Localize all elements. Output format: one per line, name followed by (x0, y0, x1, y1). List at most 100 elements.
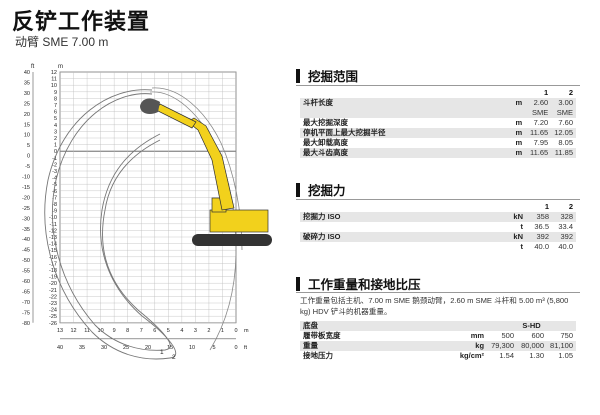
boom (187, 117, 235, 211)
y-m-tick-label: -25 (49, 314, 57, 320)
track (192, 234, 272, 246)
m-unit-label: m (58, 64, 63, 70)
x-m-tick-label: 2 (207, 328, 210, 334)
bucket (140, 98, 160, 114)
y-ft-tick-label: -60 (22, 279, 30, 285)
x-ft-tick-label: 5 (212, 345, 215, 351)
x-m-tick-label: 3 (194, 328, 197, 334)
y-m-tick-label: 3 (54, 129, 57, 135)
y-m-tick-label: 8 (54, 96, 57, 102)
y-ft-tick-label: -80 (22, 321, 30, 327)
y-m-tick-label: 11 (51, 77, 57, 83)
curve-label-1: 1 (160, 349, 164, 356)
y-m-tick-label: 1 (54, 143, 57, 149)
x-ft-tick-label: 10 (189, 345, 195, 351)
reach-envelope-1 (52, 93, 171, 351)
upper-body (209, 209, 269, 233)
y-m-tick-label: 6 (54, 110, 57, 116)
x-ft-unit-label: ft (244, 345, 248, 351)
digging-range-heading: 挖掘范围 (296, 66, 358, 85)
y-ft-tick-label: -35 (22, 227, 30, 233)
digging-force-heading: 挖掘力 (296, 180, 346, 199)
y-ft-tick-label: 5 (27, 143, 30, 149)
y-m-tick-label: -23 (49, 301, 57, 307)
page-title: 反铲工作装置 (12, 9, 151, 34)
y-m-tick-label: -19 (49, 275, 57, 281)
y-m-tick-label: -6 (52, 189, 57, 195)
y-m-tick-label: 0 (54, 149, 57, 155)
digging-range-heading-text: 挖掘范围 (308, 70, 359, 84)
working-range-diagram: 1211109876543210-1-2-3-4-5-6-7-8-9-10-11… (22, 64, 272, 361)
digging-force-heading-text: 挖掘力 (308, 184, 346, 198)
y-ft-tick-label: -10 (22, 175, 30, 181)
weight-heading-text: 工作重量和接地比压 (308, 278, 421, 292)
y-m-tick-label: -15 (49, 248, 57, 254)
x-m-tick-label: 0 (234, 328, 237, 334)
x-ft-tick-label: 35 (79, 345, 85, 351)
x-m-tick-label: 8 (126, 328, 129, 334)
y-ft-tick-label: 40 (24, 70, 30, 76)
heading-bar (296, 182, 300, 197)
y-m-tick-label: 9 (54, 90, 57, 96)
y-m-tick-label: -22 (49, 294, 57, 300)
stick (155, 103, 197, 129)
y-ft-tick-label: -20 (22, 195, 30, 201)
table-header-row: 底盘 S-HD (300, 321, 576, 331)
x-ft-tick-label: 25 (123, 345, 129, 351)
x-m-tick-label: 10 (98, 328, 104, 334)
y-m-tick-label: -3 (52, 169, 57, 175)
y-m-tick-label: -7 (52, 195, 57, 201)
y-m-tick-label: -26 (49, 321, 57, 327)
y-m-tick-label: -21 (49, 288, 57, 294)
y-ft-tick-label: 15 (24, 122, 30, 128)
y-ft-tick-label: -30 (22, 216, 30, 222)
y-m-tick-label: -8 (52, 202, 57, 208)
y-m-tick-label: -20 (49, 281, 57, 287)
y-m-tick-label: -4 (52, 176, 57, 182)
y-ft-tick-label: 25 (24, 101, 30, 107)
divider (296, 199, 580, 200)
ft-unit-label: ft (31, 64, 35, 70)
y-ft-tick-label: -50 (22, 258, 30, 264)
y-m-tick-label: 5 (54, 116, 57, 122)
x-m-tick-label: 7 (140, 328, 143, 334)
x-m-tick-label: 9 (113, 328, 116, 334)
y-m-tick-label: -13 (49, 235, 57, 241)
y-ft-tick-label: -55 (22, 269, 30, 275)
y-m-tick-label: 2 (54, 136, 57, 142)
x-m-tick-label: 1 (221, 328, 224, 334)
weight-heading: 工作重量和接地比压 (296, 274, 421, 293)
y-ft-tick-label: -75 (22, 310, 30, 316)
divider (296, 292, 580, 293)
x-ft-tick-label: 20 (145, 345, 151, 351)
y-ft-tick-label: -25 (22, 206, 30, 212)
x-m-tick-label: 6 (153, 328, 156, 334)
diagram-grid (32, 71, 237, 340)
y-ft-tick-label: 30 (24, 91, 30, 97)
x-m-tick-label: 11 (84, 328, 90, 334)
table-header-row: 1 2 (544, 88, 573, 97)
y-m-tick-label: 10 (51, 83, 57, 89)
y-m-tick-label: -9 (52, 209, 57, 215)
y-m-tick-label: -10 (49, 215, 57, 221)
heading-bar (296, 68, 300, 83)
y-m-tick-label: -24 (49, 308, 57, 314)
x-ft-tick-label: 30 (101, 345, 107, 351)
x-m-tick-label: 4 (180, 328, 183, 334)
y-m-tick-label: -14 (49, 242, 57, 248)
y-m-tick-label: 7 (54, 103, 57, 109)
divider (296, 85, 580, 86)
x-m-tick-label: 5 (167, 328, 170, 334)
